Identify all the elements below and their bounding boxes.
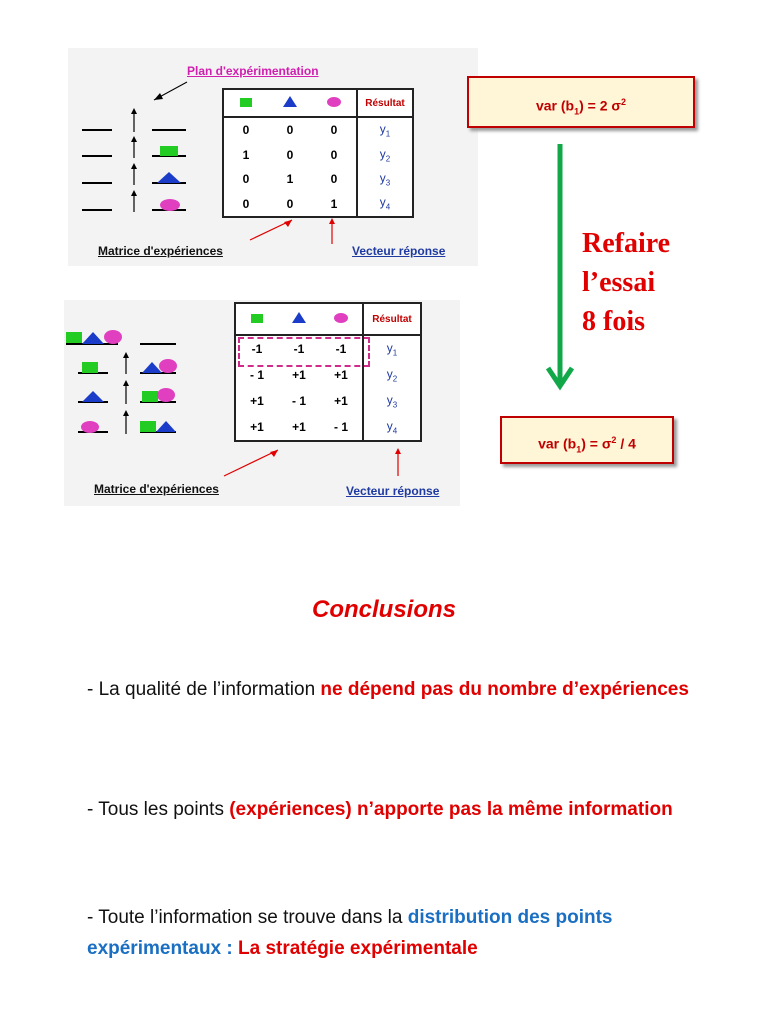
result-header: Résultat [356,89,413,118]
table-row: -1-1-1 y1 [235,335,421,363]
pink-ellipse-icon [104,330,122,344]
green-square-icon [140,421,156,432]
table-row: +1- 1+1 y3 [235,387,421,414]
response-caption: Vecteur réponse [346,484,440,498]
green-square-icon [66,332,82,343]
conclusions-title: Conclusions [311,596,456,623]
top-caption-arrows [249,218,335,244]
green-square-icon [240,98,252,107]
pink-ellipse-icon [159,359,177,373]
blue-triangle-icon [283,96,297,107]
response-caption: Vecteur réponse [352,244,446,258]
pink-ellipse-icon [327,97,341,107]
variance-box-top: var (b1) = 2 σ2 [467,76,695,128]
refaire-text: Refaire l’essai 8 fois [582,228,671,337]
blue-triangle-icon [292,312,306,323]
pink-ellipse-icon [334,313,348,323]
top-schematic [82,81,188,212]
blue-triangle-icon [156,421,176,432]
green-square-icon [82,362,98,373]
plan-label: Plan d'expérimentation [187,64,319,78]
green-square-icon [142,391,158,402]
conclusion-1: - La qualité de l’information ne dépend … [87,679,689,700]
blue-triangle-icon [82,332,104,344]
bottom-caption-arrows [223,448,401,477]
green-down-arrow [545,144,575,391]
conclusion-3: - Toute l’information se trouve dans la … [87,907,613,959]
bottom-schematic [66,330,177,434]
matrix-caption: Matrice d'expériences [98,244,223,258]
blue-triangle-icon [82,391,104,402]
bottom-experiment-matrix: Résultat -1-1-1 y1 - 1+1+1 y2 +1- 1+1 y3… [234,302,422,442]
blue-triangle-icon [157,172,181,183]
pink-ellipse-icon [157,388,175,402]
result-header: Résultat [362,303,421,336]
pink-ellipse-icon [81,421,99,433]
highlight-first-row [238,337,370,367]
conclusion-2: - Tous les points (expériences) n’apport… [87,799,673,820]
blue-triangle-icon [142,362,162,373]
table-row: +1+1- 1 y4 [235,413,421,441]
matrix-caption: Matrice d'expériences [94,482,219,496]
table-row: - 1+1+1 y2 [235,362,421,388]
green-square-icon [160,146,178,156]
variance-box-bottom: var (b1) = σ2 / 4 [500,416,674,464]
pink-ellipse-icon [160,199,180,211]
green-square-icon [251,314,263,323]
